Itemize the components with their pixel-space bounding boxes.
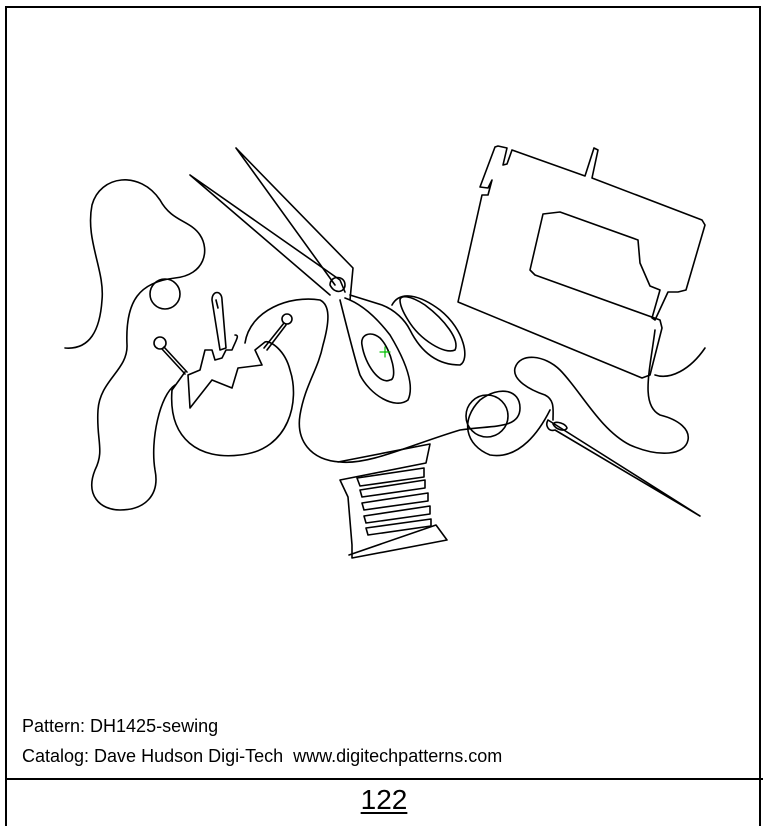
page-border xyxy=(5,6,761,826)
page-number: 122 xyxy=(0,784,768,816)
pin-head xyxy=(153,336,167,350)
pincushion xyxy=(170,334,295,457)
pin-shaft xyxy=(161,346,188,375)
scissors-blade xyxy=(189,174,346,296)
scissors-handle-hole xyxy=(360,333,395,382)
button-circle xyxy=(149,278,181,310)
pin-needle xyxy=(211,291,227,351)
scissors-pivot xyxy=(329,276,346,293)
thread-line xyxy=(654,347,706,377)
footer-divider xyxy=(5,778,763,780)
spool-bar xyxy=(356,467,425,487)
scissors-handle-hole xyxy=(399,295,457,352)
needle xyxy=(546,419,701,517)
thread-line xyxy=(514,329,689,455)
pattern-label: Pattern: DH1425-sewing xyxy=(22,716,219,736)
thread-line xyxy=(64,179,206,511)
spool-bar xyxy=(359,479,426,498)
spool-bar xyxy=(361,492,429,511)
needle-eye xyxy=(215,299,219,309)
spool-bar xyxy=(363,505,431,524)
pincushion-top xyxy=(171,371,186,391)
spool-bar xyxy=(365,518,432,536)
thread-loop xyxy=(465,394,509,438)
scissors-blade xyxy=(235,147,354,301)
thread-line xyxy=(244,298,551,464)
sewing-machine xyxy=(457,145,706,379)
thread-spool xyxy=(337,443,448,559)
scissors-handle xyxy=(349,294,466,366)
page-number-text: 122 xyxy=(360,784,408,815)
scissors-handle xyxy=(339,297,412,404)
cursor-marker-icon xyxy=(379,346,391,358)
catalog-label: Catalog: Dave Hudson Digi-Tech www.digit… xyxy=(22,746,503,766)
pin-head xyxy=(281,313,293,325)
pin-shaft xyxy=(263,322,287,351)
needle-eye xyxy=(552,421,568,431)
